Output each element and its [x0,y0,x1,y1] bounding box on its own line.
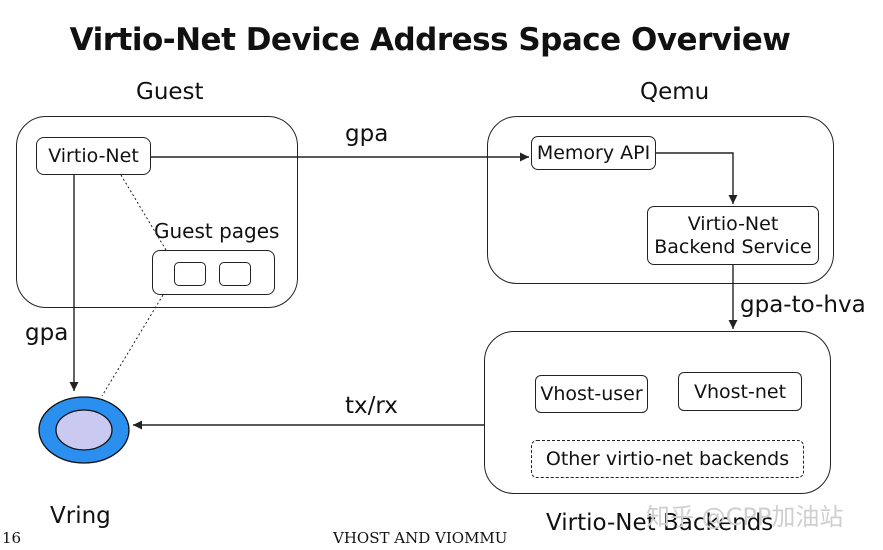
qemu-label: Qemu [640,79,710,105]
vhost-user-node: Vhost-user [535,375,648,413]
backend-service-node: Virtio-Net Backend Service [647,206,819,265]
vring-inner-ring [55,409,113,451]
dotted-virtio-to-pages [120,174,167,251]
other-backends-node: Other virtio-net backends [531,440,804,478]
dotted-pages-to-vring [101,294,164,397]
gpa-to-hva-label: gpa-to-hva [740,292,866,318]
gpa-top-label: gpa [345,121,389,147]
guest-page-1 [174,262,206,286]
guest-pages-node [152,250,275,295]
diagram-title: Virtio-Net Device Address Space Overview [69,22,791,58]
backend-service-line1: Virtio-Net [687,212,779,235]
guest-pages-label: Guest pages [154,219,280,243]
memory-api-node: Memory API [531,136,656,170]
page-number: 16 [2,529,22,547]
tx-rx-label: tx/rx [345,393,398,419]
vring-label: Vring [50,503,111,529]
backends-label: Virtio-Net Backends [546,510,774,536]
memory-api-to-backend-service-arrow [656,152,738,204]
virtio-net-node: Virtio-Net [36,137,151,175]
backend-service-line2: Backend Service [654,235,812,258]
guest-label: Guest [136,79,204,105]
gpa-left-label: gpa [25,320,69,346]
footer-section: VHOST AND VIOMMU [333,529,508,547]
watermark: 知乎 @CPP加油站 [646,503,844,531]
guest-page-2 [219,262,251,286]
vhost-net-node: Vhost-net [678,372,802,411]
